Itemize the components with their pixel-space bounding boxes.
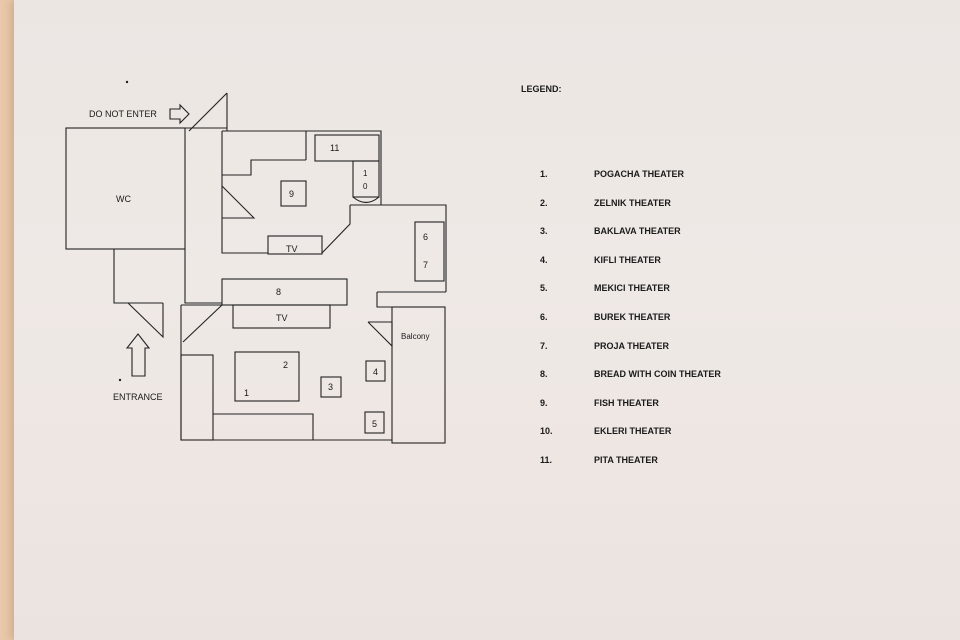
dot-mark <box>118 378 122 382</box>
room-number-11: 11 <box>330 143 339 153</box>
room-number-9: 9 <box>289 189 294 199</box>
box-10 <box>352 160 380 198</box>
box-4 <box>365 360 386 382</box>
box-10-arc <box>352 196 380 204</box>
wall-left-corridor <box>113 249 140 304</box>
room-number-10-bottom: 0 <box>363 182 368 191</box>
legend-item-name: KIFLI THEATER <box>594 254 661 265</box>
counter-lower-bottom <box>213 413 314 440</box>
legend-item-number: 1. <box>540 169 548 179</box>
legend-item: 9. FISH THEATER <box>540 398 840 427</box>
legend-item-number: 3. <box>540 226 548 237</box>
legend-item-name: PROJA THEATER <box>594 340 670 351</box>
room-number-3: 3 <box>328 382 333 392</box>
legend-item-name: PITA THEATER <box>594 454 658 465</box>
wc-label: WC <box>116 194 131 204</box>
legend-item-number: 8. <box>540 369 548 380</box>
upper-room-wall <box>222 130 382 205</box>
box-9 <box>280 180 307 207</box>
door-swing-balcony <box>367 321 393 348</box>
legend-item: 8. BREAD WITH COIN THEATER <box>540 369 840 398</box>
legend-item: 7. PROJA THEATER <box>540 341 840 370</box>
legend-item-name: BAKLAVA THEATER <box>594 226 681 237</box>
legend-title: LEGEND: <box>521 84 562 94</box>
box-8 <box>221 278 348 306</box>
legend-item-number: 7. <box>540 340 548 351</box>
legend-item: 6. BUREK THEATER <box>540 312 840 341</box>
tv-upper <box>267 235 323 255</box>
legend-item: 4. KIFLI THEATER <box>540 255 840 284</box>
room-number-6: 6 <box>423 232 428 242</box>
upper-room-wall-left <box>221 131 268 254</box>
legend-item-name: ZELNIK THEATER <box>594 197 671 208</box>
legend-item-name: EKLERI THEATER <box>594 426 672 437</box>
balcony-label: Balcony <box>401 332 429 341</box>
arrow-right-icon <box>169 103 190 125</box>
legend-item-name: BUREK THEATER <box>594 311 671 322</box>
box-1-2 <box>234 351 300 402</box>
legend-item-number: 2. <box>540 197 548 208</box>
box-11 <box>314 134 380 162</box>
entrance-label: ENTRANCE <box>113 392 163 402</box>
legend-item: 5. MEKICI THEATER <box>540 283 840 312</box>
room-number-4: 4 <box>373 367 378 377</box>
legend-item-name: MEKICI THEATER <box>594 283 670 294</box>
door-swing-upper <box>221 185 256 219</box>
door-swing-entrance <box>127 302 164 339</box>
legend-item: 1. POGACHA THEATER <box>540 169 840 198</box>
legend-item: 3. BAKLAVA THEATER <box>540 226 840 255</box>
legend-item-number: 5. <box>540 283 548 294</box>
room-number-7: 7 <box>423 260 428 270</box>
legend-item-number: 4. <box>540 254 548 265</box>
wall-diagonal <box>321 205 351 254</box>
box-3 <box>320 376 342 398</box>
room-number-8: 8 <box>276 287 281 297</box>
do-not-enter-label: DO NOT ENTER <box>89 109 157 119</box>
legend-item-name: POGACHA THEATER <box>594 169 684 179</box>
room-number-2: 2 <box>283 360 288 370</box>
dot-mark <box>125 80 129 84</box>
legend-item-number: 6. <box>540 311 548 322</box>
counter-upper <box>222 159 306 176</box>
wall-corridor-right <box>184 249 222 304</box>
legend-item-number: 10. <box>540 426 553 437</box>
tv-lower <box>232 304 331 329</box>
door-swing-top <box>188 92 228 132</box>
wc-room <box>65 127 186 250</box>
box-5 <box>364 411 385 434</box>
legend-item-number: 9. <box>540 397 548 408</box>
room-number-1: 1 <box>244 388 249 398</box>
legend-item-name: BREAD WITH COIN THEATER <box>594 369 721 380</box>
legend-item-name: FISH THEATER <box>594 397 659 408</box>
balcony <box>391 306 446 444</box>
legend-item: 10. EKLERI THEATER <box>540 426 840 455</box>
wall-segment <box>376 292 392 308</box>
counter-lower-left <box>180 354 214 441</box>
paper-sheet <box>14 0 960 640</box>
right-wall <box>350 204 447 292</box>
arrow-up-icon <box>125 333 151 377</box>
room-number-5: 5 <box>372 419 377 429</box>
legend-item: 2. ZELNIK THEATER <box>540 198 840 227</box>
door-swing-lower <box>182 304 223 343</box>
legend-item: 11. PITA THEATER <box>540 455 840 484</box>
box-6-7 <box>414 221 445 282</box>
room-number-10-top: 1 <box>363 169 368 178</box>
legend-item-number: 11. <box>540 454 553 465</box>
legend-list: 1. POGACHA THEATER 2. ZELNIK THEATER 3. … <box>540 169 840 484</box>
tv-lower-label: TV <box>276 313 288 323</box>
tv-upper-label: TV <box>286 244 298 254</box>
